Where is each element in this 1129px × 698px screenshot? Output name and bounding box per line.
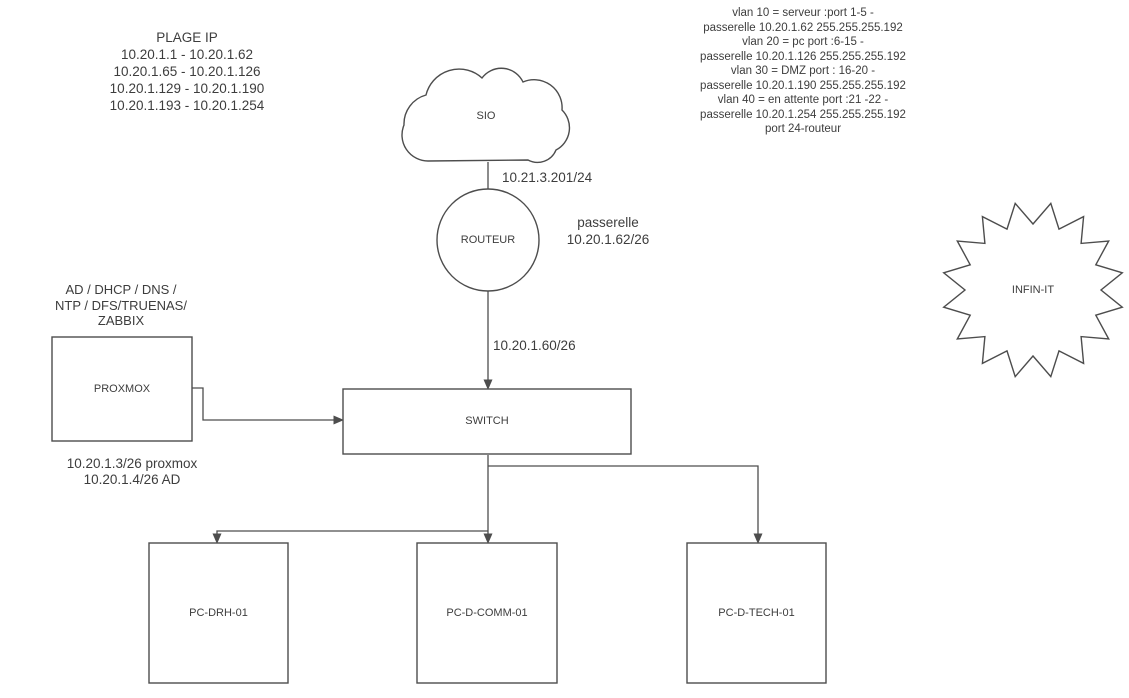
text-line: AD / DHCP / DNS / <box>65 282 177 297</box>
text-line: vlan 10 = serveur :port 1-5 - <box>732 7 874 19</box>
pc-drh-shape <box>148 542 289 684</box>
arrowhead-into-pc-drh <box>212 533 222 544</box>
router-switch-ip-label: 10.20.1.60/26 <box>493 338 576 353</box>
switch-label: SWITCH <box>465 415 509 427</box>
router-label: ROUTEUR <box>460 234 516 246</box>
text-line: NTP / DFS/TRUENAS/ <box>55 297 187 313</box>
text-line: 10.20.1.4/26 AD <box>83 472 181 487</box>
cloud-router-ip-label: 10.21.3.201/24 <box>502 170 593 185</box>
edge-switch-pc-tech <box>488 465 759 534</box>
text-line: passerelle 10.20.1.126 255.255.255.192 <box>700 50 906 63</box>
proxmox-shape <box>51 336 193 442</box>
text-line: vlan 20 = pc port :6-15 - <box>742 36 864 48</box>
arrowhead-into-pc-comm <box>483 533 493 544</box>
arrowhead-into-switch-top <box>483 379 493 390</box>
text-line: 10.20.1.193 - 10.20.1.254 <box>109 98 265 113</box>
arrowhead-into-pc-tech <box>753 533 763 544</box>
text-line: 10.20.1.129 - 10.20.1.190 <box>109 81 265 96</box>
text-line: passerelle 10.20.1.62 255.255.255.192 <box>703 21 903 34</box>
edge-switch-pc-drh <box>216 530 488 534</box>
text-line: vlan 30 = DMZ port : 16-20 - <box>730 65 876 77</box>
text-line: 10.20.1.62/26 <box>566 232 650 247</box>
vlan-config-note: vlan 10 = serveur :port 1-5 - passerelle… <box>688 6 918 137</box>
text-line: passerelle 10.20.1.254 255.255.255.192 <box>700 108 906 121</box>
text-line: 10.20.1.65 - 10.20.1.126 <box>113 64 261 79</box>
pc-comm-shape <box>416 542 558 684</box>
server-roles-note: AD / DHCP / DNS / NTP / DFS/TRUENAS/ ZAB… <box>41 282 201 329</box>
infinit-star <box>942 201 1124 379</box>
router-shape <box>436 188 540 292</box>
proxmox-label: PROXMOX <box>93 383 151 395</box>
text-line: 10.20.1.1 - 10.20.1.62 <box>120 47 254 62</box>
cloud-label: SIO <box>476 110 496 122</box>
text-line: vlan 40 = en attente port :21 -22 - <box>717 94 889 106</box>
text-line: PLAGE IP <box>156 30 218 45</box>
text-line: ZABBIX <box>97 313 145 328</box>
gateway-note: passerelle 10.20.1.62/26 <box>548 214 668 248</box>
pc-comm-label: PC-D-COMM-01 <box>446 607 528 619</box>
infinit-label: INFIN-IT <box>1011 284 1055 296</box>
pc-drh-label: PC-DRH-01 <box>189 607 248 619</box>
arrowhead-into-switch-left <box>333 415 344 425</box>
edge-proxmox-switch <box>192 387 334 421</box>
cloud-shape <box>401 67 571 164</box>
plage-ip-note: PLAGE IP 10.20.1.1 - 10.20.1.62 10.20.1.… <box>87 29 287 114</box>
pc-tech-shape <box>686 542 827 684</box>
text-line: passerelle <box>577 215 639 230</box>
text-line: passerelle 10.20.1.190 255.255.255.192 <box>700 79 906 92</box>
switch-shape <box>342 388 632 455</box>
pc-tech-label: PC-D-TECH-01 <box>718 607 795 619</box>
text-line: port 24-routeur <box>764 123 842 135</box>
text-line: 10.20.1.3/26 proxmox <box>66 456 198 471</box>
proxmox-ips-note: 10.20.1.3/26 proxmox 10.20.1.4/26 AD <box>42 456 222 488</box>
